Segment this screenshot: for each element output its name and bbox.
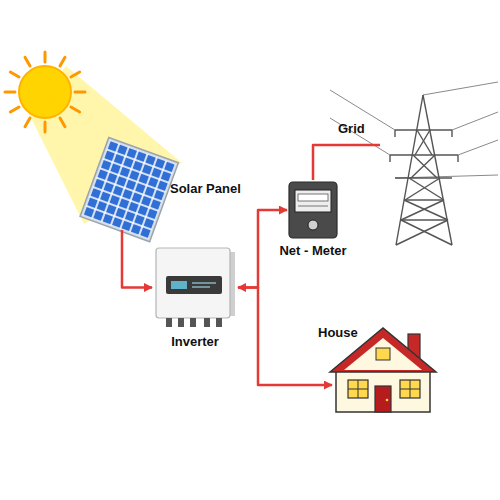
inverter-unit-part (190, 318, 196, 327)
power-lines-part (452, 112, 498, 130)
component-node: Solar Panel (82, 138, 178, 230)
component-node: Inverter (152, 245, 238, 330)
transmission-tower-part (401, 219, 448, 220)
solar-panel-part (80, 137, 178, 241)
transmission-tower-part (401, 220, 452, 245)
inverter-unit-part (216, 318, 222, 327)
transmission-tower-part (404, 199, 444, 200)
sun-part (71, 72, 80, 77)
net-meter-part (308, 220, 318, 230)
inverter-unit-part (166, 318, 172, 327)
solar-panel (80, 137, 178, 241)
sun-part (44, 122, 47, 132)
house-part (400, 380, 420, 398)
sun-part (25, 57, 30, 66)
transmission-tower-part (409, 178, 444, 200)
transmission-tower-part (404, 200, 448, 220)
inverter-unit (156, 248, 235, 327)
power-lines-part (330, 118, 390, 155)
power-lines-part (423, 82, 498, 95)
transmission-tower-part (394, 130, 395, 137)
sun-part (60, 57, 65, 66)
sun-part (44, 52, 47, 62)
component-label: Inverter (171, 335, 219, 349)
net-meter-part (298, 206, 328, 207)
solar-panel-part (83, 140, 176, 239)
house-part (375, 386, 391, 412)
transmission-tower-part (389, 155, 390, 162)
net-meter (289, 182, 337, 238)
transmission-tower-part (415, 130, 430, 155)
transmission-tower-part (451, 130, 452, 137)
house (330, 328, 436, 412)
sun-part (19, 66, 71, 118)
component-node: House (332, 326, 436, 412)
sun-part (10, 72, 19, 77)
inverter-unit-part (230, 252, 235, 316)
inverter-unit-part (171, 281, 187, 289)
sun-part (75, 91, 85, 94)
inverter-unit-part (156, 248, 230, 318)
house-part (336, 370, 430, 412)
house-part (348, 389, 368, 390)
house-part (344, 338, 422, 370)
sun-part (60, 118, 65, 127)
component-node: Net - Meter (287, 180, 339, 240)
sun-part (5, 91, 15, 94)
sun-part (25, 118, 30, 127)
inverter-unit-part (178, 318, 184, 327)
inverter-unit-part (192, 282, 216, 283)
component-label: Net - Meter (279, 244, 346, 258)
transmission-tower-part (413, 155, 437, 178)
component-label: Grid (338, 122, 365, 136)
power-wire (238, 288, 332, 386)
transmission-tower-part (457, 155, 458, 162)
component-node: Grid (380, 95, 468, 245)
net-meter-part (298, 194, 328, 201)
house-part (386, 399, 389, 402)
transmission-tower-part (411, 155, 435, 178)
transmission-tower-part (405, 178, 440, 200)
transmission-tower-part (417, 130, 432, 155)
transmission-tower-part (395, 129, 452, 130)
transmission-tower-part (395, 177, 452, 178)
sun (5, 52, 85, 132)
power-wire (313, 145, 380, 180)
sun-part (71, 107, 80, 112)
house-part (376, 348, 390, 360)
house-part (348, 380, 368, 398)
power-lines-part (395, 175, 498, 178)
power-wire (122, 230, 152, 288)
sun-part (10, 107, 19, 112)
inverter-unit-part (192, 286, 210, 287)
inverter-unit-part (204, 318, 210, 327)
power-lines-part (458, 140, 498, 155)
transmission-tower-part (396, 220, 448, 245)
component-label: House (318, 326, 358, 340)
transmission-tower-part (423, 95, 452, 245)
component-label: Solar Panel (170, 182, 241, 196)
net-meter-part (289, 182, 337, 238)
net-meter-part (295, 190, 331, 212)
inverter-unit-part (166, 276, 222, 294)
transmission-tower-part (401, 200, 444, 220)
power-lines (330, 82, 498, 178)
house-part (400, 389, 420, 390)
transmission-tower-part (390, 154, 458, 155)
transmission-tower (390, 95, 458, 245)
